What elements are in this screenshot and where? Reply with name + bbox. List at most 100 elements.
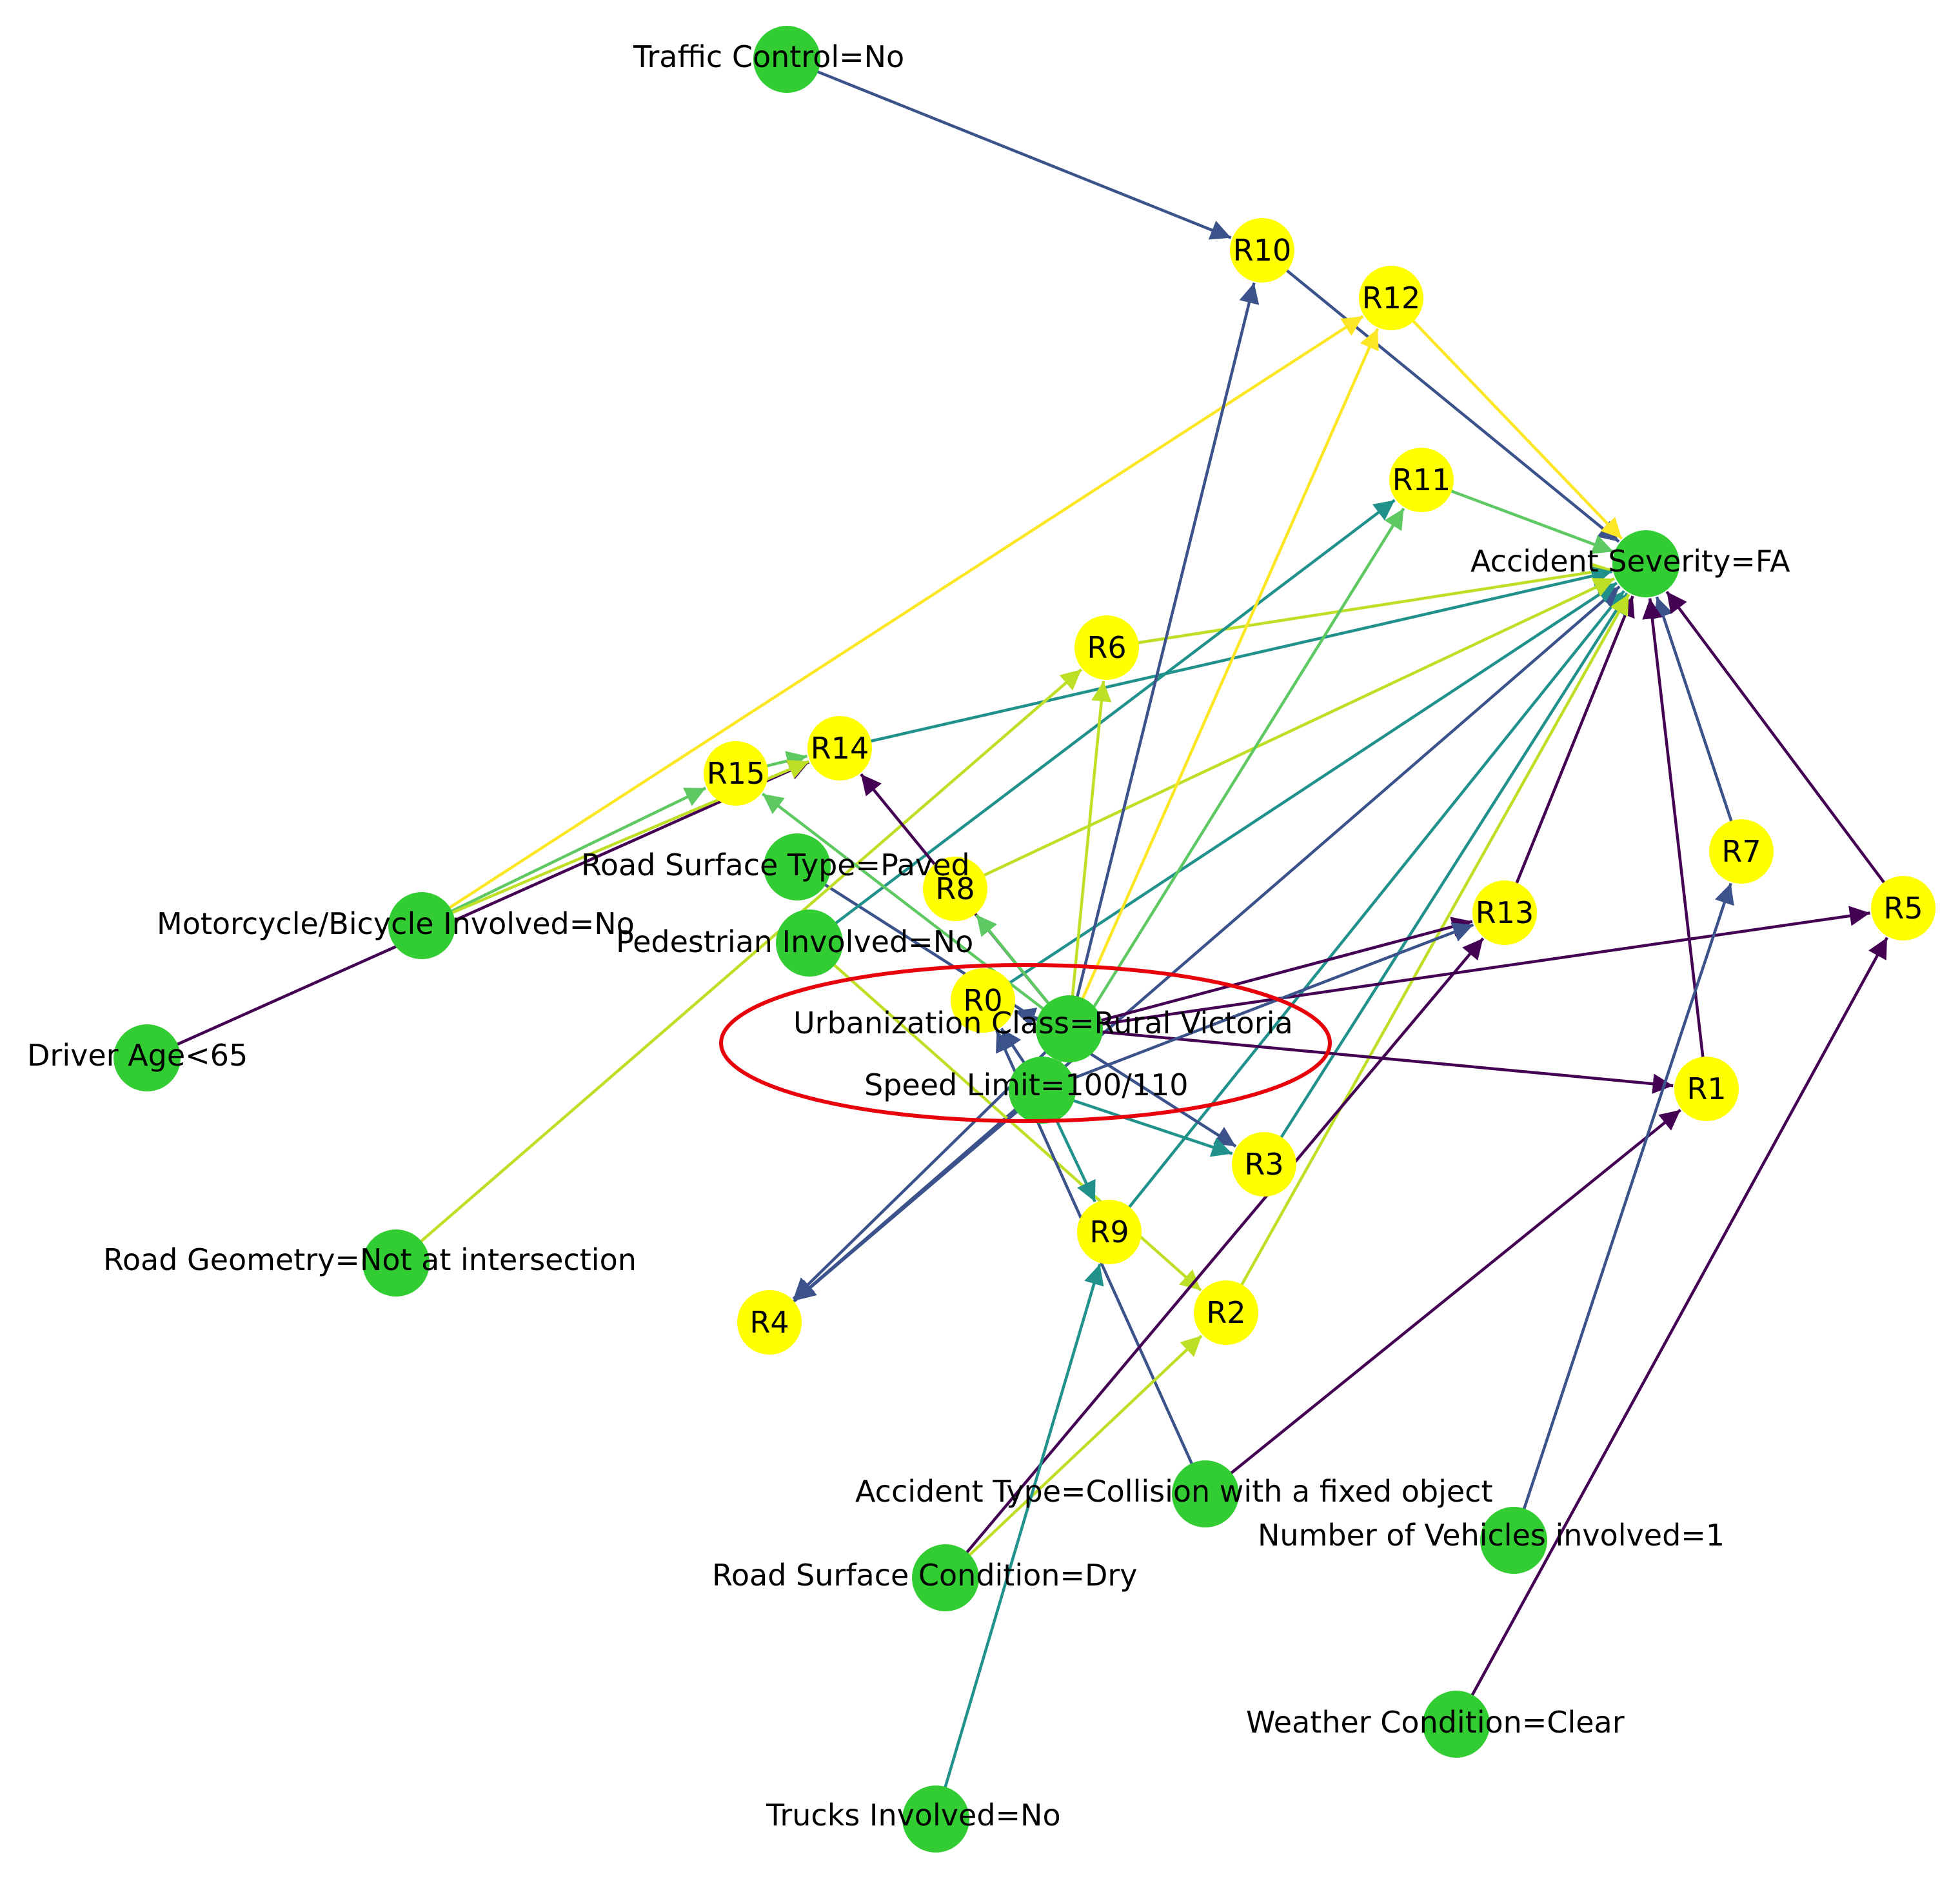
rule-node-r10	[1230, 218, 1294, 283]
item-node-da	[114, 1024, 181, 1091]
item-node-rg	[362, 1229, 430, 1297]
edge-R1-to-as	[1642, 598, 1707, 1077]
edge-sl-to-R11	[1048, 508, 1405, 1080]
rule-label-r14: R14	[811, 731, 869, 766]
edge-R5-to-as	[1665, 590, 1897, 899]
rule-node-r7	[1709, 819, 1774, 884]
item-label-pi: Pedestrian Involved=No	[616, 924, 973, 959]
edge-uc-to-R10	[1071, 282, 1260, 1017]
item-label-uc: Urbanization Class=Rural Victoria	[793, 1006, 1293, 1040]
item-label-rsc: Road Surface Condition=Dry	[712, 1558, 1138, 1593]
edge-R10-to-as	[1271, 257, 1620, 543]
rule-label-r0: R0	[963, 983, 1002, 1018]
edge-uc-to-R13	[1082, 917, 1473, 1027]
edge-rg-to-R6	[405, 668, 1083, 1256]
edge-R7-to-as	[1653, 596, 1739, 840]
rule-label-r2: R2	[1206, 1295, 1245, 1330]
rule-node-r1	[1674, 1057, 1739, 1121]
edge-at-to-R1	[1214, 1108, 1682, 1487]
edge-R6-to-as	[1119, 562, 1612, 648]
rule-node-r6	[1074, 615, 1139, 680]
rule-node-r5	[1871, 876, 1935, 940]
rule-label-r5: R5	[1883, 891, 1923, 926]
item-node-nv	[1480, 1507, 1547, 1574]
edge-R8-to-as	[966, 577, 1616, 885]
edge-tc-to-R10	[798, 63, 1232, 240]
rule-node-r3	[1232, 1132, 1296, 1197]
edge-rsc-to-R2	[954, 1335, 1203, 1570]
item-node-mbi	[388, 892, 455, 959]
rule-node-r13	[1472, 880, 1537, 945]
rule-label-r12: R12	[1362, 281, 1421, 315]
rule-label-r7: R7	[1721, 834, 1761, 869]
rule-node-r4	[737, 1290, 802, 1355]
item-label-nv: Number of Vehicles involved=1	[1258, 1518, 1725, 1553]
item-node-rsc	[912, 1544, 979, 1611]
rule-label-r13: R13	[1476, 895, 1534, 930]
item-label-as: Accident Severity=FA	[1470, 544, 1790, 579]
item-node-rst	[764, 833, 831, 900]
nodes-layer	[114, 26, 1935, 1853]
item-node-ti	[902, 1785, 969, 1853]
item-label-ti: Trucks Involved=No	[766, 1798, 1061, 1833]
rule-label-r6: R6	[1087, 630, 1126, 665]
edge-R2-to-as	[1231, 593, 1630, 1302]
rule-node-r0	[951, 968, 1015, 1033]
edge-uc-to-R1	[1082, 1028, 1674, 1094]
item-label-da: Driver Age<65	[27, 1038, 248, 1073]
item-label-sl: Speed Limit=100/110	[864, 1068, 1189, 1102]
item-label-tc: Traffic Control=No	[633, 39, 904, 74]
item-node-uc	[1036, 995, 1103, 1062]
rule-label-r3: R3	[1244, 1147, 1283, 1182]
edge-R12-to-as	[1399, 306, 1623, 540]
rule-node-r2	[1194, 1280, 1258, 1345]
item-node-at	[1172, 1460, 1239, 1527]
item-label-wc: Weather Condition=Clear	[1246, 1705, 1625, 1740]
item-node-sl	[1009, 1057, 1076, 1124]
edge-R11-to-as	[1432, 482, 1614, 554]
item-node-tc	[753, 26, 820, 93]
edges-layer	[159, 63, 1897, 1807]
item-label-rst: Road Surface Type=Paved	[581, 848, 970, 882]
edge-uc-to-R5	[1082, 906, 1870, 1029]
edge-R3-to-as	[1269, 592, 1628, 1155]
rule-label-r9: R9	[1089, 1215, 1129, 1249]
edge-pi-to-R11	[819, 499, 1396, 937]
edge-ti-to-R9	[938, 1264, 1104, 1807]
edge-R4-to-as	[778, 585, 1621, 1315]
rule-label-r4: R4	[749, 1305, 789, 1340]
item-label-mbi: Motorcycle/Bicycle Involved=No	[157, 906, 635, 941]
item-label-at: Accident Type=Collision with a fixed obj…	[855, 1474, 1492, 1509]
rule-label-r15: R15	[707, 756, 766, 791]
edge-wc-to-R5	[1461, 937, 1888, 1713]
rule-node-r9	[1077, 1200, 1142, 1264]
rule-label-r1: R1	[1687, 1071, 1726, 1106]
rule-node-r8	[923, 857, 987, 921]
edge-uc-to-R6	[1069, 681, 1112, 1016]
item-node-as	[1612, 530, 1679, 597]
edge-sl-to-R3	[1054, 1093, 1233, 1157]
rule-node-r15	[704, 741, 768, 806]
edge-mbi-to-R15	[433, 786, 707, 921]
edge-mbi-to-R12	[432, 315, 1364, 920]
edge-R9-to-as	[1116, 590, 1625, 1223]
edge-nv-to-R7	[1516, 882, 1734, 1529]
item-node-pi	[776, 910, 843, 977]
item-label-rg: Road Geometry=Not at intersection	[103, 1242, 637, 1277]
edge-R0-to-as	[993, 581, 1618, 995]
edge-sl-to-R13	[1054, 922, 1474, 1087]
rule-node-r11	[1389, 448, 1454, 512]
edge-sl-to-R4	[794, 1097, 1033, 1302]
edge-R13-to-as	[1508, 595, 1635, 902]
edge-da-to-R14	[159, 761, 810, 1054]
rule-label-r10: R10	[1233, 233, 1292, 268]
edge-uc-to-R12	[1073, 328, 1380, 1017]
item-node-wc	[1423, 1691, 1490, 1758]
rule-node-r12	[1359, 266, 1423, 330]
rule-node-r14	[807, 716, 872, 780]
highlight-ellipse	[719, 963, 1332, 1123]
rule-label-r8: R8	[935, 871, 975, 906]
rule-label-r11: R11	[1392, 462, 1451, 497]
